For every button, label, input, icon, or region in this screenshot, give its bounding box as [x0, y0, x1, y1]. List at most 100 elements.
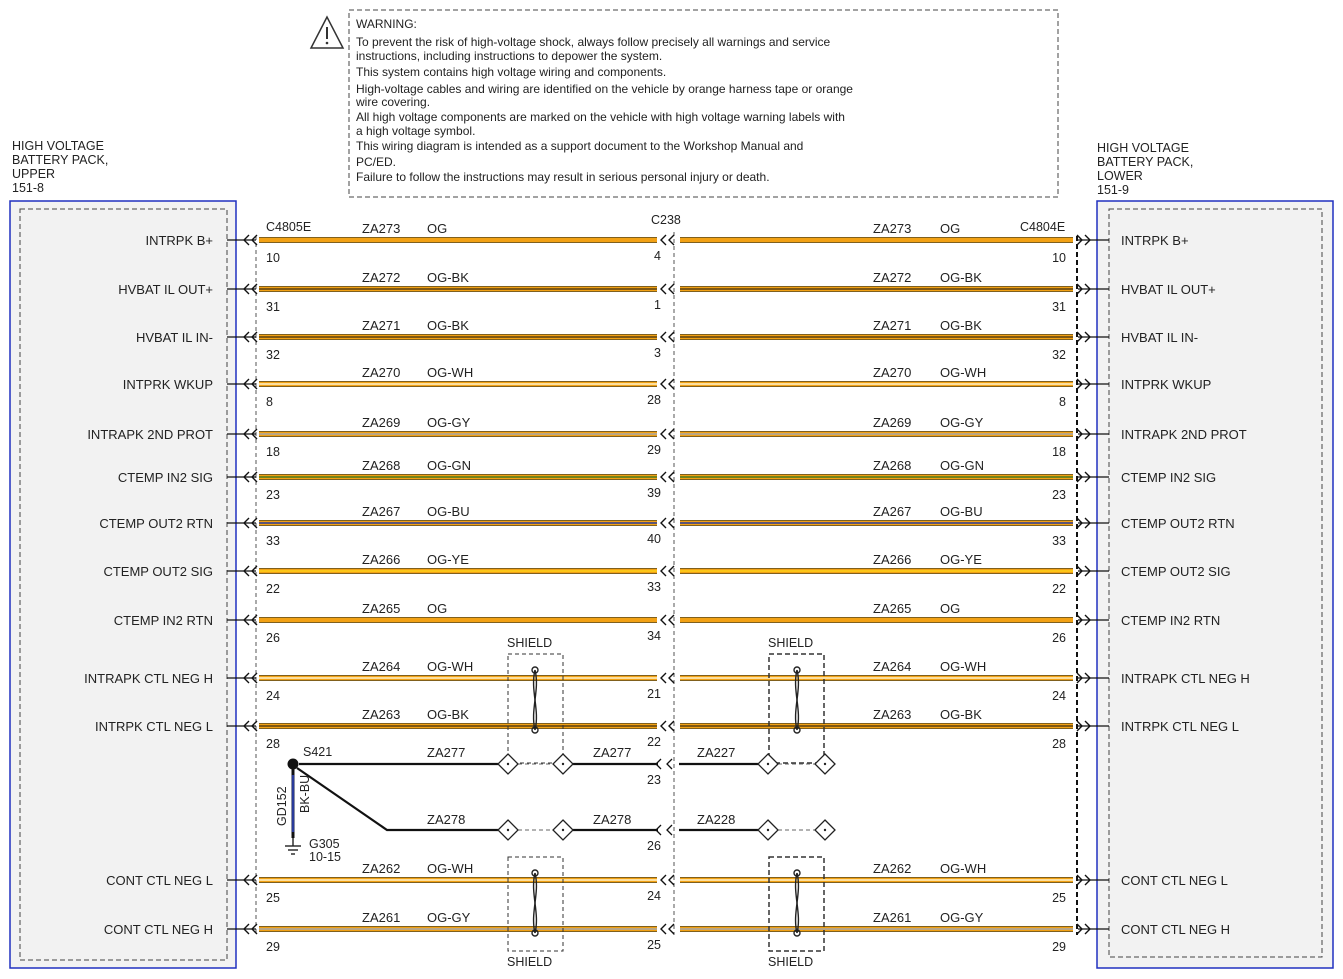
- pin-number-middle: 21: [647, 687, 661, 701]
- pin-label-right: CTEMP IN2 SIG: [1121, 470, 1216, 485]
- pin-number-right: 24: [1052, 689, 1066, 703]
- terminal-arrow-icon: [1076, 720, 1083, 732]
- warning-line: a high voltage symbol.: [356, 124, 475, 138]
- pin-number-right: 29: [1052, 940, 1066, 954]
- wire-id-left: ZA265: [362, 601, 400, 616]
- pin-label-right: CTEMP OUT2 RTN: [1121, 516, 1235, 531]
- component-title-line: UPPER: [12, 167, 55, 181]
- warning-line: All high voltage components are marked o…: [356, 110, 845, 124]
- pin-number-middle: 3: [654, 346, 661, 360]
- pin-label-right: INTPRK WKUP: [1121, 377, 1211, 392]
- pin-label-left: CTEMP OUT2 SIG: [103, 564, 213, 579]
- twisted-pair-icon: [531, 869, 539, 937]
- terminal-arrow-icon: [660, 614, 667, 626]
- terminal-arrow-icon: [668, 234, 675, 246]
- wire-id-left: ZA271: [362, 318, 400, 333]
- component-title-line: 151-8: [12, 181, 44, 195]
- pin-number-middle: 22: [647, 735, 661, 749]
- terminal-arrow-icon: [251, 517, 258, 529]
- terminal-arrow-icon: [251, 672, 258, 684]
- wire-id-left: ZA267: [362, 504, 400, 519]
- wire-id-left: ZA269: [362, 415, 400, 430]
- wire-id-right: ZA263: [873, 707, 911, 722]
- wire-id-right: ZA271: [873, 318, 911, 333]
- wire-color-left: OG-YE: [427, 552, 469, 567]
- terminal-arrow-icon: [1076, 672, 1083, 684]
- terminal-arrow-icon: [251, 614, 258, 626]
- upper-pack-title: HIGH VOLTAGE BATTERY PACK, UPPER 151-8: [12, 139, 108, 195]
- terminal-arrow-icon: [660, 565, 667, 577]
- wire-color-right: OG-YE: [940, 552, 982, 567]
- terminal-arrow-icon: [243, 283, 250, 295]
- connector-left-name: C4805E: [266, 220, 311, 234]
- wire-color-left: OG-WH: [427, 861, 473, 876]
- shield-label: SHIELD: [507, 955, 552, 969]
- wire-id-left: ZA261: [362, 910, 400, 925]
- pin-label-left: CTEMP OUT2 RTN: [99, 516, 213, 531]
- terminal-arrow-icon: [1084, 471, 1091, 483]
- terminal-arrow-icon: [1076, 234, 1083, 246]
- ground-ref-label: 10-15: [309, 850, 341, 864]
- terminal-arrow-icon: [1084, 428, 1091, 440]
- wire-color-left: OG-WH: [427, 659, 473, 674]
- drain-wire-id: ZA277: [427, 745, 465, 760]
- component-title-line: LOWER: [1097, 169, 1143, 183]
- terminal-arrow-icon: [243, 471, 250, 483]
- pin-number-left: 25: [266, 891, 280, 905]
- component-title-line: BATTERY PACK,: [1097, 155, 1193, 169]
- terminal-arrow-icon: [668, 283, 675, 295]
- warning-line: To prevent the risk of high-voltage shoc…: [356, 35, 831, 49]
- terminal-arrow-icon: [660, 471, 667, 483]
- terminal-arrow-icon: [243, 428, 250, 440]
- terminal-arrow-icon: [1084, 720, 1091, 732]
- pin-label-left: HVBAT IL IN-: [136, 330, 213, 345]
- terminal-arrow-icon: [1084, 331, 1091, 343]
- warning-triangle-icon: [309, 15, 345, 49]
- pin-number-right: 26: [1052, 631, 1066, 645]
- wire-id-left: ZA273: [362, 221, 400, 236]
- pin-number-middle: 29: [647, 443, 661, 457]
- terminal-arrow-icon: [243, 234, 250, 246]
- pin-number-left: 33: [266, 534, 280, 548]
- pin-number-middle: 28: [647, 393, 661, 407]
- component-title-line: BATTERY PACK,: [12, 153, 108, 167]
- pin-label-right: HVBAT IL OUT+: [1121, 282, 1216, 297]
- wire-id-left: ZA268: [362, 458, 400, 473]
- terminal-arrow-icon: [251, 428, 258, 440]
- component-title-line: HIGH VOLTAGE: [12, 139, 104, 153]
- terminal-arrow-icon: [1084, 565, 1091, 577]
- pin-number-left: 8: [266, 395, 273, 409]
- pin-number-middle: 40: [647, 532, 661, 546]
- pin-number-right: 18: [1052, 445, 1066, 459]
- pin-number-middle: 1: [654, 298, 661, 312]
- warning-line: Failure to follow the instructions may r…: [356, 170, 770, 184]
- pin-number-right: 25: [1052, 891, 1066, 905]
- wire-color-right: OG-WH: [940, 861, 986, 876]
- terminal-arrow-icon: [243, 672, 250, 684]
- wire-id-right: ZA262: [873, 861, 911, 876]
- terminal-arrow-icon: [251, 283, 258, 295]
- pin-number-left: 24: [266, 689, 280, 703]
- terminal-arrow-icon: [243, 614, 250, 626]
- terminal-arrow-icon: [660, 283, 667, 295]
- ground-circuit-label: GD152: [275, 786, 289, 826]
- pin-number-right: 22: [1052, 582, 1066, 596]
- terminal-arrow-icon: [1084, 672, 1091, 684]
- connector-right-name: C4804E: [1020, 220, 1065, 234]
- wire-id-left: ZA264: [362, 659, 400, 674]
- wire-color-left: OG-GY: [427, 415, 471, 430]
- pin-number-right: 10: [1052, 251, 1066, 265]
- pin-label-left: CONT CTL NEG L: [106, 873, 213, 888]
- terminal-arrow-icon: [660, 378, 667, 390]
- terminal-arrow-icon: [251, 331, 258, 343]
- terminal-arrow-icon: [251, 378, 258, 390]
- terminal-arrow-icon: [660, 331, 667, 343]
- terminal-arrow-icon: [1084, 614, 1091, 626]
- pin-label-left: INTRAPK 2ND PROT: [87, 427, 213, 442]
- drain-wire-id: ZA228: [697, 812, 735, 827]
- terminal-arrow-icon: [1076, 923, 1083, 935]
- drain-wire-dashed: [518, 763, 815, 831]
- wire-color-right: OG-GN: [940, 458, 984, 473]
